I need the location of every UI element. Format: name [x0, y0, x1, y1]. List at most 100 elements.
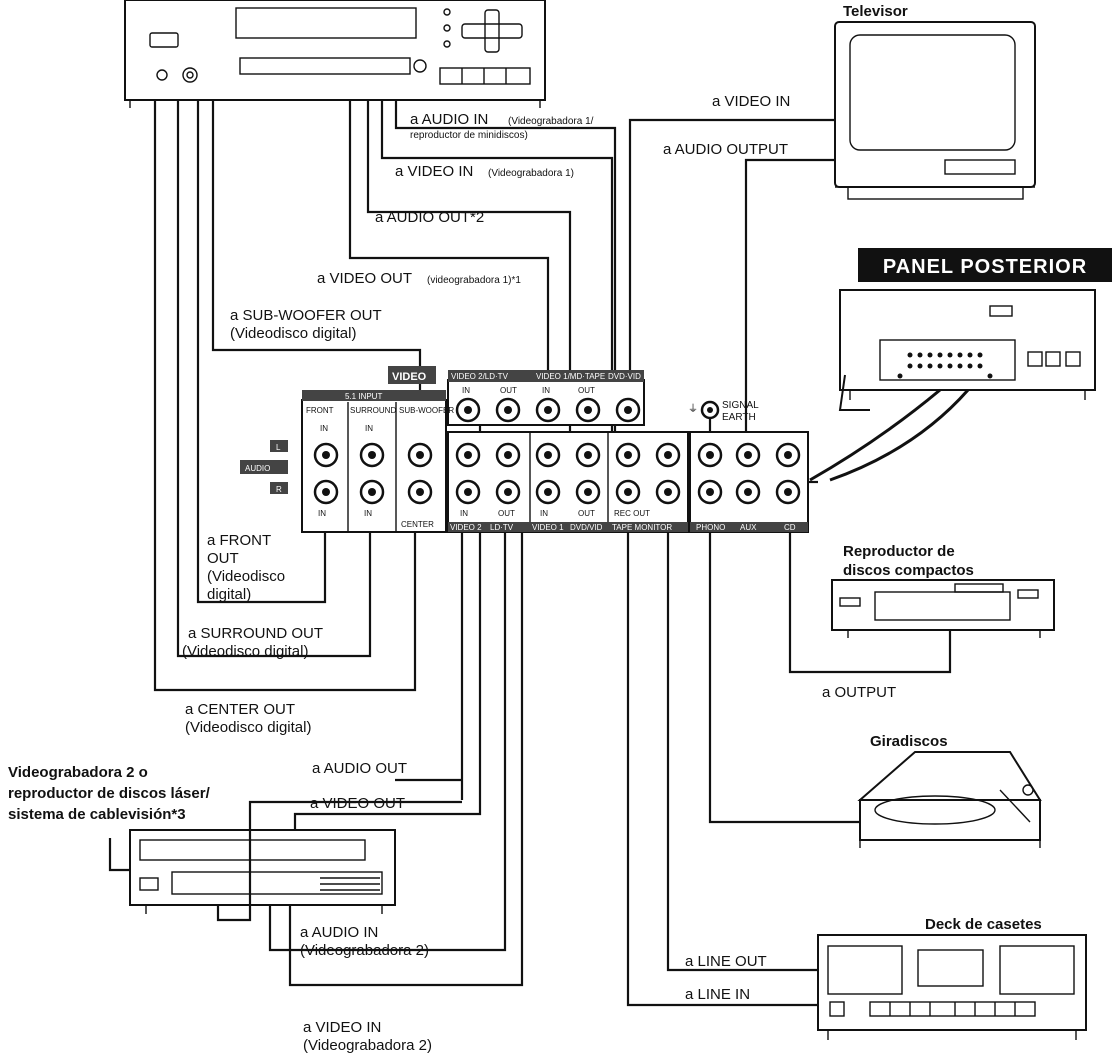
tv-audio-output-label: a AUDIO OUTPUT [663, 141, 788, 158]
cd-label-2: discos compactos [843, 562, 974, 579]
front-out-label-2: OUT [207, 550, 239, 567]
turntable [857, 751, 1042, 848]
jack [359, 442, 385, 468]
jack [775, 442, 801, 468]
vcr2-label-1: Videograbadora 2 o [8, 764, 148, 781]
video-out-vcr1-label: a VIDEO OUT [317, 270, 412, 287]
center-label: CENTER [401, 520, 434, 529]
tv-label: Televisor [843, 3, 908, 20]
vcr2-audio-out-label: a AUDIO OUT [312, 760, 407, 777]
subwoofer-label: SUB-WOOFER [399, 406, 454, 415]
jack [359, 479, 385, 505]
jack [407, 442, 433, 468]
jack [455, 397, 481, 423]
jack [313, 479, 339, 505]
surround-out-label: a SURROUND OUT [188, 625, 323, 642]
jack [535, 442, 561, 468]
turntable-label: Giradiscos [870, 733, 948, 750]
center-out-label: a CENTER OUT [185, 701, 295, 718]
front-in-label: IN [320, 424, 328, 433]
input51-label: 5.1 INPUT [345, 392, 382, 401]
surround-out-sub: (Videodisco digital) [182, 643, 308, 660]
video-in-vcr1-label: a VIDEO IN [395, 163, 473, 180]
rec-out-label: REC OUT [614, 509, 650, 518]
vcr2-video-in-label: a VIDEO IN [303, 1019, 381, 1036]
aux-label: AUX [740, 523, 757, 532]
l-tag: L [276, 443, 281, 452]
signal-earth-terminal [700, 400, 720, 420]
jack [455, 479, 481, 505]
vcr2-label-2: reproductor de discos láser/ [8, 785, 211, 802]
vcr2-video-in-sub: (Videograbadora 2) [303, 1037, 432, 1054]
jack [535, 479, 561, 505]
jack [575, 397, 601, 423]
audio-tag: AUDIO [245, 464, 270, 473]
v1-audio-out-label: OUT [578, 509, 595, 518]
tape-monitor-bottom: TAPE MONITOR [612, 523, 672, 532]
rear-panel-illustration [809, 289, 1096, 482]
cables [108, 100, 952, 1007]
signal-earth-1: SIGNAL [722, 400, 759, 411]
dvd-player [124, 0, 546, 108]
v1-audio-in-label: IN [540, 509, 548, 518]
ldtv-bottom: LD·TV [490, 523, 514, 532]
jack [575, 479, 601, 505]
rear-panel-banner: PANEL POSTERIOR [858, 248, 1112, 282]
jack [575, 442, 601, 468]
video2-ldtv-top: VIDEO 2/LD·TV [451, 372, 509, 381]
dvdvid-bottom: DVD/VID [570, 523, 603, 532]
jacks [313, 397, 801, 505]
cassette-label: Deck de casetes [925, 916, 1042, 933]
vcr2 [129, 829, 396, 914]
jack [615, 397, 641, 423]
dvd-vid-top: DVD·VID [608, 372, 641, 381]
jack [535, 397, 561, 423]
surround-label: SURROUND [350, 406, 396, 415]
jack [313, 442, 339, 468]
audio-in-vcr1-sub1: (Videograbadora 1/ [508, 116, 594, 127]
video2-bottom: VIDEO 2 [450, 523, 482, 532]
subwoofer-out-label: a SUB-WOOFER OUT [230, 307, 382, 324]
v1-out-label: OUT [578, 386, 595, 395]
v1-in-label: IN [542, 386, 550, 395]
connection-labels: a AUDIO IN (Videograbadora 1/ reproducto… [182, 93, 896, 1054]
tv-video-in-label: a VIDEO IN [712, 93, 790, 110]
r-tag: R [276, 485, 282, 494]
jack [735, 479, 761, 505]
audio-in-vcr1-sub2: reproductor de minidiscos) [410, 130, 528, 141]
surround-in-label-b: IN [364, 509, 372, 518]
cd-output-label: a OUTPUT [822, 684, 896, 701]
line-in-label: a LINE IN [685, 986, 750, 1003]
v2-audio-in-label: IN [460, 509, 468, 518]
vcr2-audio-in-label: a AUDIO IN [300, 924, 378, 941]
subwoofer-out-sub: (Videodisco digital) [230, 325, 356, 342]
vcr2-audio-in-sub: (Videograbadora 2) [300, 942, 429, 959]
v2-out-label: OUT [500, 386, 517, 395]
front-out-label-3: (Videodisco [207, 568, 285, 585]
front-in-label-b: IN [318, 509, 326, 518]
cd-player [831, 579, 1055, 638]
center-out-sub: (Videodisco digital) [185, 719, 311, 736]
line-out-label: a LINE OUT [685, 953, 767, 970]
front-out-label-1: a FRONT [207, 532, 271, 549]
ground-icon: ⏚ [688, 403, 698, 415]
front-label: FRONT [306, 406, 334, 415]
cassette-deck [817, 934, 1087, 1040]
television [834, 21, 1036, 200]
vcr2-label-3: sistema de cablevisión*3 [8, 806, 186, 823]
jack [655, 442, 681, 468]
jack [495, 479, 521, 505]
jack [615, 442, 641, 468]
jack [735, 442, 761, 468]
video1-md-top: VIDEO 1/MD·TAPE [536, 372, 605, 381]
v2-audio-out-label: OUT [498, 509, 515, 518]
v2-in-label: IN [462, 386, 470, 395]
jack [775, 479, 801, 505]
audio-in-vcr1-label: a AUDIO IN [410, 111, 488, 128]
video-in-vcr1-sub: (Videograbadora 1) [488, 168, 574, 179]
jack [495, 442, 521, 468]
signal-earth-2: EARTH [722, 412, 756, 423]
jack [615, 479, 641, 505]
video-tag: VIDEO [392, 371, 427, 383]
